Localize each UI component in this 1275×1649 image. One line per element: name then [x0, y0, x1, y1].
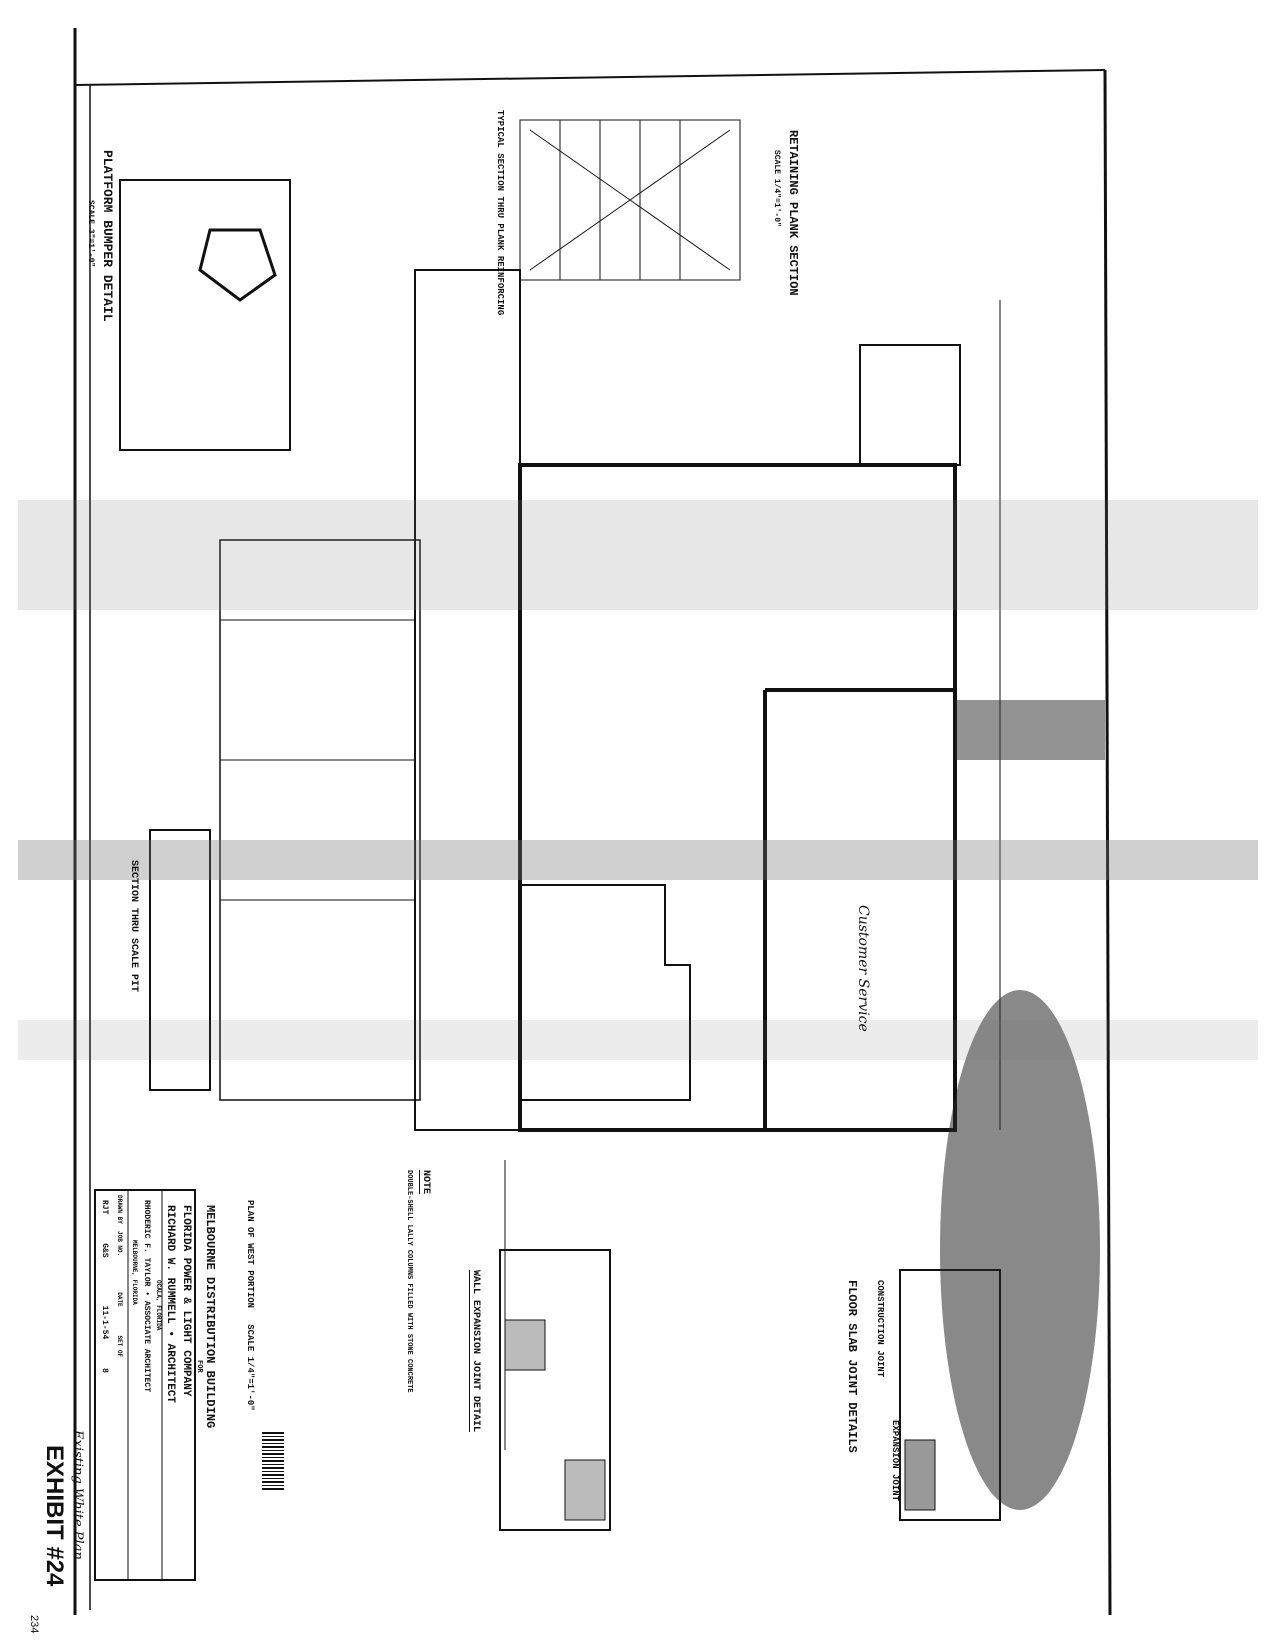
platform-bumper-scale: SCALE 3"=1'-0" [86, 200, 95, 268]
architect-city: OCALA, FLORIDA [155, 1280, 162, 1331]
plan-title: PLAN OF WEST PORTION SCALE 1/4"=1'-0" [245, 1200, 255, 1411]
drawn-by-header: DRAWN BY [116, 1195, 123, 1224]
retaining-plank-scale: SCALE 1/4"=1'-0" [772, 150, 781, 227]
handwritten-plan-note: Existing White Plan [70, 1430, 85, 1560]
exhibit-stamp: EXHIBIT #24 [41, 1445, 68, 1587]
floor-slab-joint-label: FLOOR SLAB JOINT DETAILS [845, 1280, 859, 1453]
scan-band-top [18, 500, 1258, 610]
construction-joint-label: CONSTRUCTION JOINT [875, 1280, 885, 1378]
job-no-header: JOB NO. [116, 1231, 123, 1257]
set-value: 8 [100, 1368, 109, 1373]
date-header: DATE [116, 1292, 123, 1307]
associate-name: RHODERIC F. TAYLOR • ASSOCIATE ARCHITECT [142, 1200, 151, 1393]
handwritten-room-note: Customer Service [855, 905, 871, 1032]
plan-scale: SCALE 1/4"=1'-0" [245, 1324, 255, 1411]
section-thru-label: SECTION THRU SCALE PIT [128, 860, 139, 993]
wall-expansion-joint-label: WALL EXPANSION JOINT DETAIL [470, 1270, 481, 1433]
drawn-by-value: RJT [100, 1200, 109, 1215]
note-title: NOTE [420, 1170, 431, 1195]
project-for: FOR [195, 1360, 203, 1373]
plan-title-text: PLAN OF WEST PORTION [245, 1200, 255, 1309]
platform-bumper-label: PLATFORM BUMPER DETAIL [100, 150, 115, 322]
typical-section-label: TYPICAL SECTION THRU PLANK REINFORCING [495, 110, 505, 316]
barcode [262, 1430, 284, 1490]
project-name: MELBOURNE DISTRIBUTION BUILDING [203, 1205, 217, 1429]
client-name: FLORIDA POWER & LIGHT COMPANY [180, 1205, 192, 1397]
scan-band-middle [18, 840, 1258, 880]
scan-band-bottom [18, 1020, 1258, 1060]
expansion-joint-label: EXPANSION JOINT [890, 1420, 900, 1502]
note-text: DOUBLE-SHELL LALLY COLUMNS FILLED WITH S… [405, 1170, 413, 1393]
set-of-header: SET OF [116, 1335, 123, 1358]
retaining-plank-label: RETAINING PLANK SECTION [786, 130, 800, 296]
date-value: 11-1-54 [100, 1305, 109, 1340]
title-block-values: RJT G&S 11-1-54 8 [100, 1200, 109, 1373]
job-no-value: G&S [100, 1243, 109, 1258]
page-number: 234 [28, 1615, 40, 1634]
title-block-headers: DRAWN BY JOB NO. DATE SET OF [115, 1195, 123, 1357]
associate-city: MELBOURNE, FLORIDA [131, 1240, 138, 1305]
architect-name: RICHARD W. RUMMELL • ARCHITECT [164, 1205, 176, 1404]
